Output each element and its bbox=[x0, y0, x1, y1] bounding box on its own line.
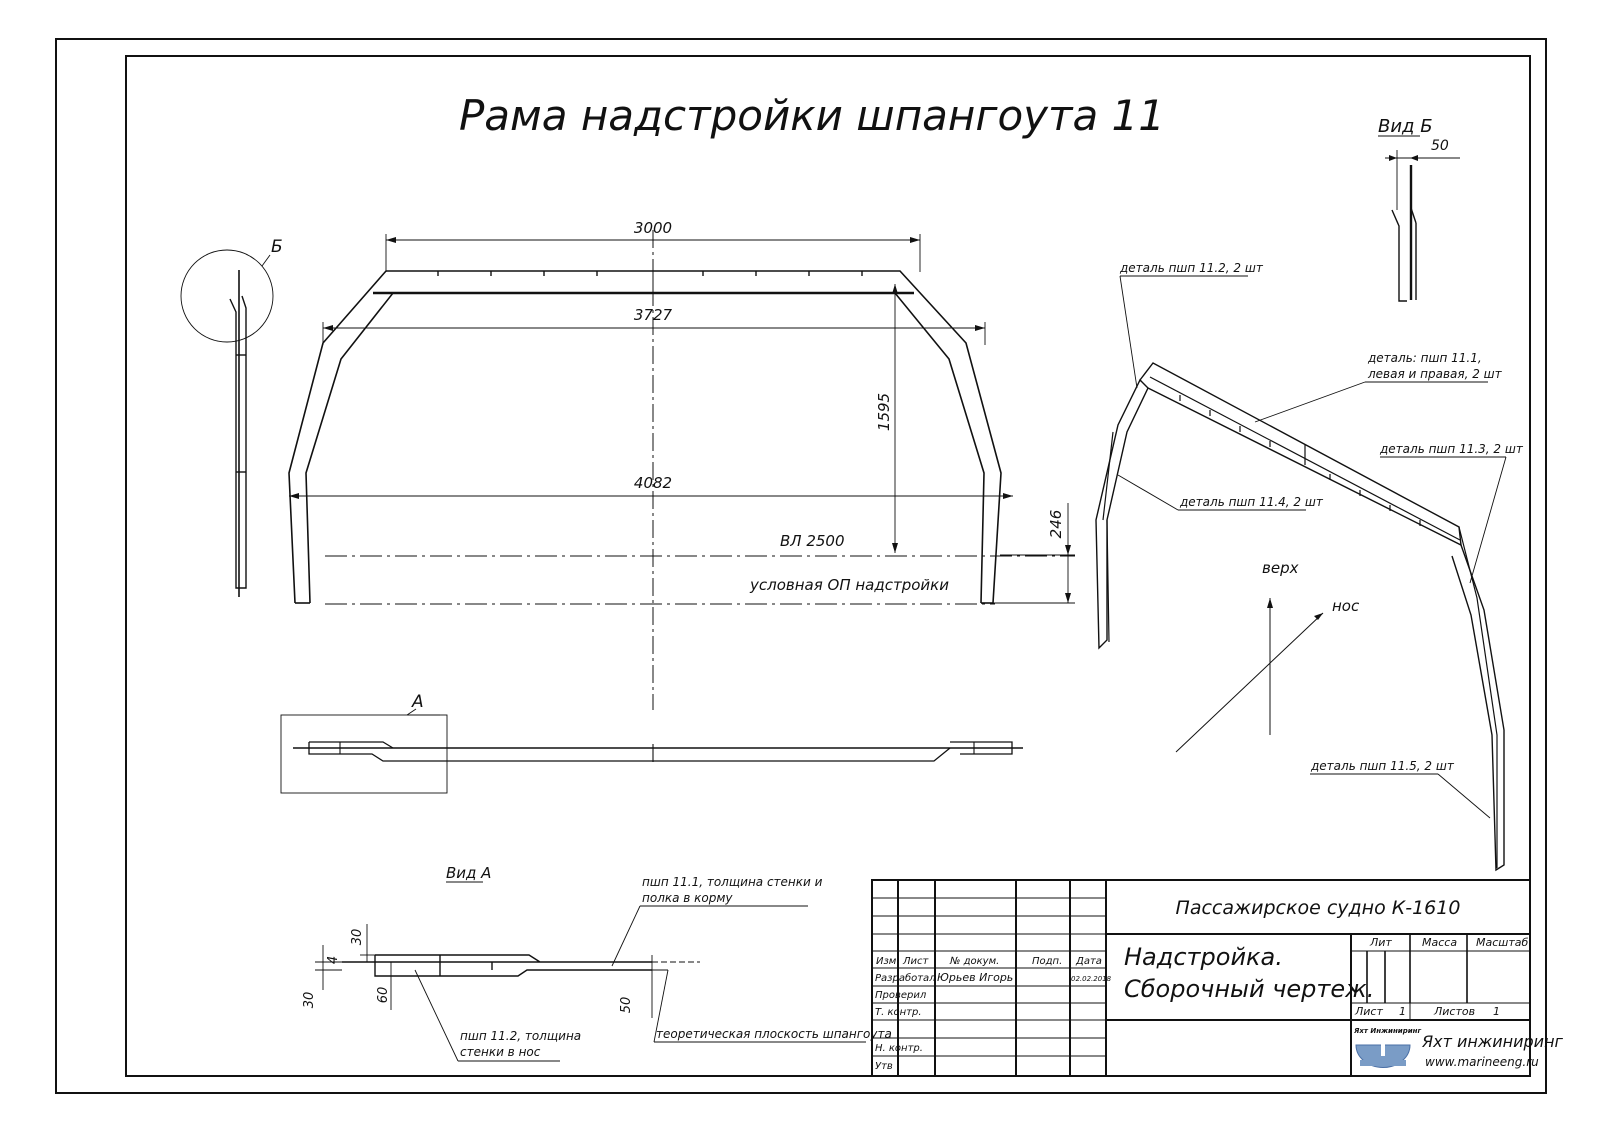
tb-h-list: Лист bbox=[902, 956, 930, 967]
detail-a-marker: А bbox=[411, 692, 424, 712]
isometric-view bbox=[1095, 362, 1505, 872]
dim-1595-label: 1595 bbox=[875, 393, 893, 431]
dim-246: 246 bbox=[993, 503, 1075, 604]
tb-sheets-no: 1 bbox=[1493, 1005, 1500, 1018]
waterline-label: ВЛ 2500 bbox=[780, 532, 845, 550]
tb-r-dev: Разработал bbox=[875, 972, 936, 984]
dim-3000: 3000 bbox=[385, 219, 921, 272]
view-a-callout2-line1: пшп 11.2, толщина bbox=[460, 1029, 581, 1043]
plan-view: А bbox=[280, 692, 1023, 794]
tb-sheets: Листов bbox=[1433, 1005, 1475, 1018]
view-a-dim-30-left: 30 bbox=[302, 992, 317, 1009]
tb-r-dev-date: 02.02.2018 bbox=[1071, 975, 1112, 983]
dim-1595: 1595 bbox=[875, 284, 898, 553]
tb-project: Пассажирское судно К-1610 bbox=[1176, 897, 1461, 919]
callout-p114: деталь пшп 11.4, 2 шт bbox=[1179, 495, 1324, 509]
tb-sheet: Лист bbox=[1354, 1005, 1383, 1018]
tb-site: www.marineeng.ru bbox=[1425, 1055, 1539, 1069]
view-a-dim-50: 50 bbox=[619, 997, 634, 1014]
view-a-callout2-line2: стенки в нос bbox=[460, 1045, 541, 1059]
callout-p112: деталь пшп 11.2, 2 шт bbox=[1119, 261, 1264, 275]
view-a-dim-60: 60 bbox=[376, 987, 391, 1004]
tb-lit: Лит bbox=[1369, 936, 1392, 949]
logo-text: Яхт Инжиниринг bbox=[1353, 1027, 1421, 1035]
tb-name-line1: Надстройка. bbox=[1124, 943, 1283, 971]
tb-scale: Масштаб bbox=[1476, 936, 1528, 949]
callout-p113: деталь пшп 11.3, 2 шт bbox=[1379, 442, 1524, 456]
tb-name-line2: Сборочный чертеж. bbox=[1124, 975, 1374, 1003]
view-b-dim-50: 50 bbox=[1431, 138, 1449, 154]
tb-r-dev-name: Юрьев Игорь bbox=[937, 971, 1013, 984]
detail-b-circle bbox=[180, 249, 274, 343]
tb-h-date: Дата bbox=[1075, 956, 1102, 967]
title-block: Изм Лист № докум. Подп. Дата Разработал … bbox=[871, 879, 1564, 1077]
tb-r-check: Проверил bbox=[875, 990, 927, 1001]
tb-sheet-no: 1 bbox=[1399, 1005, 1406, 1018]
view-b-title: Вид Б bbox=[1378, 116, 1433, 137]
view-a-callout1-line1: пшп 11.1, толщина стенки и bbox=[642, 875, 823, 889]
outer-frame bbox=[55, 38, 1547, 1094]
dim-246-label: 246 bbox=[1047, 510, 1065, 539]
frame-front-view bbox=[288, 230, 1002, 710]
view-b: Вид Б 50 bbox=[1378, 116, 1460, 302]
callout-p115: деталь пшп 11.5, 2 шт bbox=[1310, 759, 1455, 773]
tb-r-tk: Т. контр. bbox=[875, 1007, 922, 1018]
side-view: Б bbox=[180, 237, 283, 597]
company-logo: Яхт Инжиниринг bbox=[1353, 1027, 1421, 1068]
tb-h-doc: № докум. bbox=[949, 956, 999, 967]
axis-top-label: верх bbox=[1262, 559, 1299, 577]
dim-3727: 3727 bbox=[322, 306, 986, 345]
detail-a-box bbox=[280, 714, 448, 794]
callout-p111-line2: левая и правая, 2 шт bbox=[1367, 367, 1503, 381]
callout-p111-line1: деталь: пшп 11.1, bbox=[1367, 351, 1482, 365]
tb-mass: Масса bbox=[1422, 936, 1457, 949]
iso-callouts: деталь пшп 11.2, 2 шт деталь: пшп 11.1, … bbox=[1117, 261, 1524, 819]
tb-h-sign: Подп. bbox=[1032, 956, 1062, 967]
view-a-dim-4: 4 bbox=[326, 956, 341, 964]
tb-r-utv: Утв bbox=[875, 1061, 893, 1072]
axis-nose-label: нос bbox=[1332, 597, 1360, 615]
view-a-callout1-line2: полка в корму bbox=[642, 891, 733, 905]
dim-4082-label: 4082 bbox=[634, 474, 672, 492]
dim-3000-label: 3000 bbox=[634, 219, 672, 237]
axes: верх нос bbox=[1175, 559, 1360, 753]
base-line-label: условная ОП надстройки bbox=[749, 576, 949, 594]
drawing-title: Рама надстройки шпангоута 11 bbox=[459, 91, 1165, 140]
inner-frame bbox=[125, 55, 1531, 1077]
dim-3727-label: 3727 bbox=[634, 306, 673, 324]
view-a: Вид А 30 4 30 60 50 пшп 11.1, толщина ст… bbox=[302, 864, 892, 1062]
view-a-callout3: теоретическая плоскость шпангоута bbox=[656, 1027, 892, 1041]
tb-company: Яхт инжиниринг bbox=[1421, 1032, 1564, 1051]
view-a-title: Вид А bbox=[446, 864, 491, 882]
tb-h-izm: Изм bbox=[876, 956, 897, 967]
tb-r-nk: Н. контр. bbox=[875, 1043, 923, 1054]
dim-4082: 4082 bbox=[289, 474, 1013, 499]
view-a-dim-30-top: 30 bbox=[350, 929, 365, 946]
detail-b-marker: Б bbox=[271, 237, 283, 257]
